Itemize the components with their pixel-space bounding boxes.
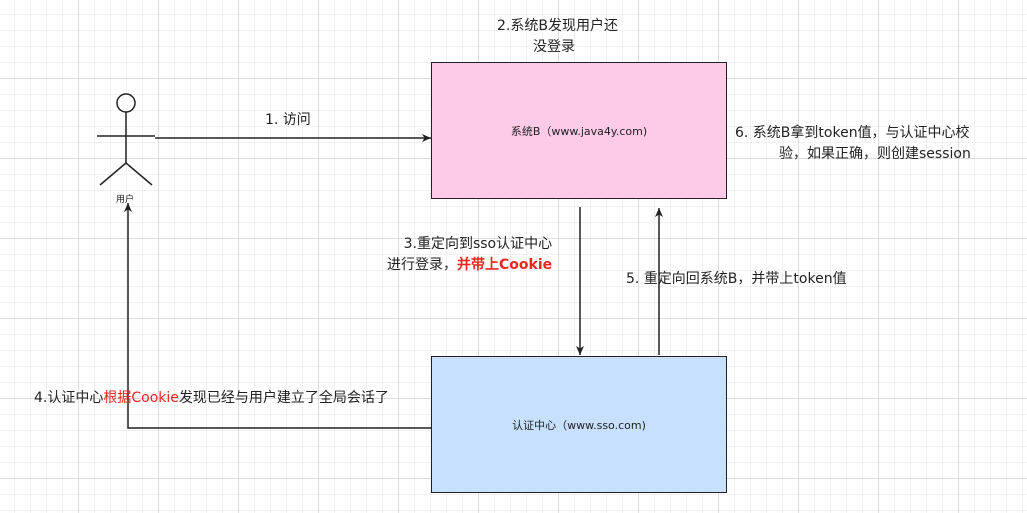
arrow-step4-global-session bbox=[124, 203, 431, 429]
user-actor-icon bbox=[97, 93, 155, 186]
step6-label: 6. 系统B拿到token值，与认证中心校 验，如果正确，则创建session bbox=[735, 125, 971, 162]
system-b-label: 系统B（www.java4y.com) bbox=[510, 124, 648, 138]
user-label: 用户 bbox=[116, 195, 135, 205]
step4-label: 4.认证中心根据Cookie发现已经与用户建立了全局会话了 bbox=[34, 390, 389, 406]
step3-cookie-highlight: 并带上Cookie bbox=[457, 257, 553, 273]
step4-cookie-highlight: 根据Cookie bbox=[103, 390, 179, 406]
step2-label: 2.系统B发现用户还 没登录 bbox=[497, 18, 618, 55]
system-b-box: 系统B（www.java4y.com) bbox=[431, 62, 727, 199]
sso-center-box: 认证中心（www.sso.com) bbox=[431, 356, 727, 493]
step3-label: 3.重定向到sso认证中心 进行登录，并带上Cookie bbox=[387, 236, 553, 273]
step5-label: 5. 重定向回系统B，并带上token值 bbox=[626, 271, 847, 287]
sso-center-label: 认证中心（www.sso.com) bbox=[512, 418, 646, 432]
step1-label: 1. 访问 bbox=[265, 112, 311, 128]
